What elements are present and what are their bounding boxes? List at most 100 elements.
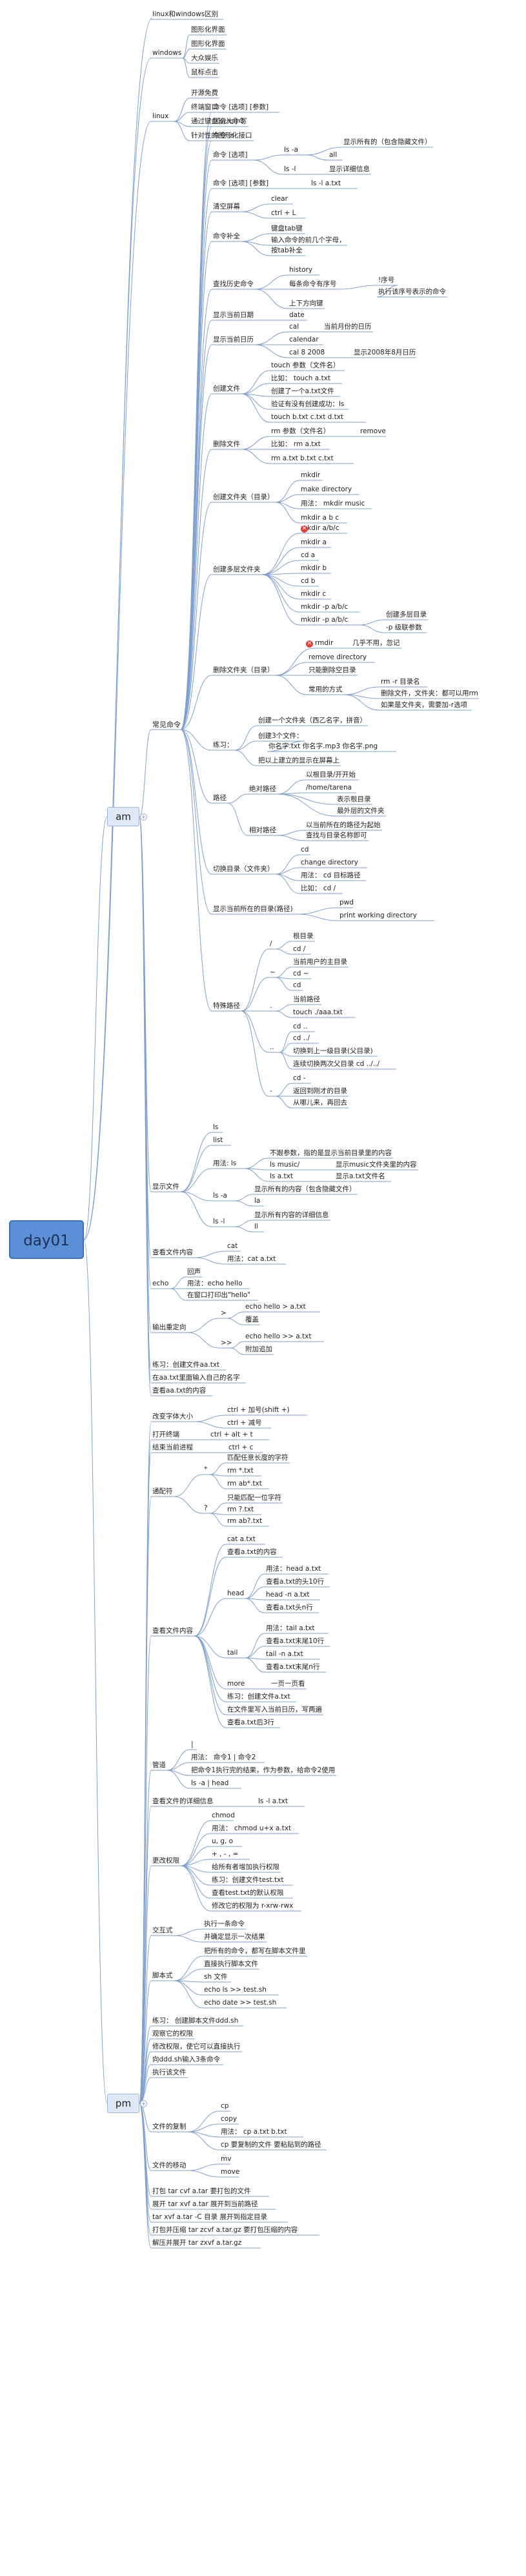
command-node[interactable]: rm ab?.txt [227,1517,263,1525]
command-node[interactable]: 把以上建立的显示在屏幕上 [258,757,339,764]
command-node[interactable]: 返回到刚才的目录 [293,1087,347,1095]
command-node[interactable]: rm -r 目录名 [381,678,420,686]
section-redirect[interactable]: 输出重定向 [152,1324,187,1331]
command-node[interactable]: 创建了一个a.txt文件 [271,387,334,395]
command-node[interactable]: 练习：创建文件test.txt [212,1876,284,1884]
command-node[interactable]: mkdir b [301,564,327,572]
section-common-commands[interactable]: 常见命令 [152,721,181,729]
intro-linux-item[interactable]: 针对性的图形化接口 [191,132,252,139]
command-node[interactable]: clear [271,195,288,203]
command-node[interactable]: 命令 [选项] [213,151,248,159]
command-node[interactable]: cd .. [293,1023,308,1030]
command-node[interactable]: 直接执行脚本文件 [204,1960,258,1968]
section-view[interactable]: 查看文件内容 [152,1627,193,1635]
command-node[interactable]: 显示a.txt文件名 [336,1172,385,1180]
command-node[interactable]: cd / [293,945,306,953]
command-node[interactable]: 给所有者增加执行权限 [212,1863,279,1871]
command-node[interactable]: 练习：创建文件a.txt [227,1693,290,1701]
command-node[interactable]: /home/tarena [306,784,352,792]
section-end[interactable]: 结束当前进程 [152,1444,193,1451]
branch-am[interactable]: am [107,807,139,826]
command-node[interactable]: head [227,1590,245,1597]
command-node[interactable]: 用法：cat a.txt [227,1255,276,1263]
collapse-toggle-icon[interactable]: + [140,2100,147,2107]
command-node[interactable]: 显示所有的（包含隐藏文件） [343,138,432,146]
command-node[interactable]: ls -a | head [191,1779,229,1787]
collapse-toggle-icon[interactable]: + [140,813,147,821]
intro-windows-item[interactable]: 图形化界面 [191,26,225,34]
root-node-day01[interactable]: day01 [9,1220,84,1259]
command-node[interactable]: ls -a [284,146,298,154]
section-font[interactable]: 改变字体大小 [152,1413,193,1420]
branch-pm[interactable]: pm [107,2094,139,2113]
command-node[interactable]: .. [270,1043,274,1051]
command-node[interactable]: cat a.txt [227,1535,256,1543]
command-node[interactable]: 查看a.txt末尾10行 [266,1637,325,1645]
command-node[interactable]: 按tab补全 [271,247,303,254]
command-node[interactable]: !序号 [378,276,395,284]
command-node[interactable]: 只能匹配一位字符 [227,1494,281,1502]
command-node[interactable]: 绝对路径 [249,785,276,793]
command-node[interactable]: 查看a.txt末尾n行 [266,1663,320,1671]
command-node[interactable]: cd b [301,577,316,585]
command-node[interactable]: 查找与目录名称即可 [306,832,367,839]
command-node[interactable]: date [289,311,305,319]
command-node[interactable]: rm 参数（文件名） [271,427,330,435]
intro-windows-item[interactable]: 鼠标点击 [191,68,218,76]
practice-node[interactable]: 向ddd.sh输入3条命令 [152,2056,221,2063]
tar-node[interactable]: 展开 tar xvf a.tar 展开到当前路径 [152,2200,258,2208]
command-node[interactable]: mkdir a b c [301,514,339,522]
command-node[interactable]: rm ab*.txt [227,1480,262,1487]
command-node[interactable]: more [227,1680,245,1688]
command-node[interactable]: - [270,1087,272,1095]
intro-windows-item[interactable]: 大众娱乐 [191,54,218,62]
command-node[interactable]: all [329,151,338,159]
section-detail[interactable]: 查看文件的详细信息 [152,1797,214,1805]
command-node[interactable]: 创建文件夹（目录） [213,493,274,501]
command-node[interactable]: 删除文件 [213,440,240,448]
command-node[interactable]: 回声 [187,1268,201,1276]
command-node[interactable]: 表示根目录 [337,795,371,803]
intro-diff[interactable]: linux和windows区别 [152,10,219,18]
command-node[interactable]: rm a.txt b.txt c.txt [271,455,334,462]
command-node[interactable]: 用法：head a.txt [266,1565,321,1573]
command-node[interactable]: 创建文件 [213,385,240,393]
command-node[interactable]: ? [204,1504,208,1512]
command-node[interactable]: 用法：echo hello [187,1280,243,1287]
command-node[interactable]: 以当前所在的路径为起始 [306,821,381,829]
command-node[interactable]: mkdir a [301,538,327,546]
command-node[interactable]: cp 要复制的文件 要粘贴到的路径 [221,2141,321,2149]
command-node[interactable]: ctrl + 减号 [227,1419,262,1427]
command-node[interactable]: cp [221,2102,229,2110]
command-node[interactable]: chmod [212,1812,235,1819]
command-node[interactable]: 键盘tab键 [271,225,303,232]
tar-node[interactable]: 打包并压缩 tar zcvf a.tar.gz 要打包压缩的内容 [152,2226,298,2234]
command-node[interactable]: 当前路径 [293,996,320,1003]
command-node[interactable]: / [270,940,272,948]
command-node[interactable]: + , - , = [212,1850,239,1858]
command-node[interactable]: 切换到上一级目录(父目录) [293,1047,373,1055]
command-node[interactable]: cd a [301,551,316,559]
command-node[interactable]: cd ../ [293,1034,310,1042]
command-node[interactable]: 显示详细信息 [329,165,370,173]
command-node[interactable]: sh 文件 [204,1973,228,1981]
command-node[interactable]: 用法： cp a.txt b.txt [221,2128,287,2136]
command-node[interactable]: 比如： rm a.txt [271,440,321,448]
practice-node[interactable]: 观察它的权限 [152,2030,193,2038]
command-node[interactable]: 删除文件夹（目录） [213,666,274,674]
command-node[interactable]: la [254,1197,261,1205]
command-node[interactable]: cal [289,323,299,331]
command-node[interactable]: touch ./aaa.txt [293,1008,343,1016]
command-node[interactable]: 如果是文件夹，需要加-r选项 [381,701,468,709]
command-node[interactable]: rm ?.txt [227,1506,254,1513]
section-ls[interactable]: 显示文件 [152,1183,179,1191]
command-node[interactable]: move [221,2168,240,2176]
command-node[interactable]: ls a.txt [270,1172,293,1180]
command-node[interactable]: tail [227,1649,238,1657]
command-node[interactable]: 并确定显示一次结果 [204,1933,265,1941]
command-node[interactable]: 当前月份的日历 [324,323,372,331]
command-node[interactable]: 练习：创建文件aa.txt [152,1361,220,1369]
command-node[interactable]: 删除文件，文件夹：都可以用rm [381,690,478,697]
command-node[interactable]: 覆盖 [245,1316,259,1324]
intro-windows-item[interactable]: 图形化界面 [191,40,225,48]
